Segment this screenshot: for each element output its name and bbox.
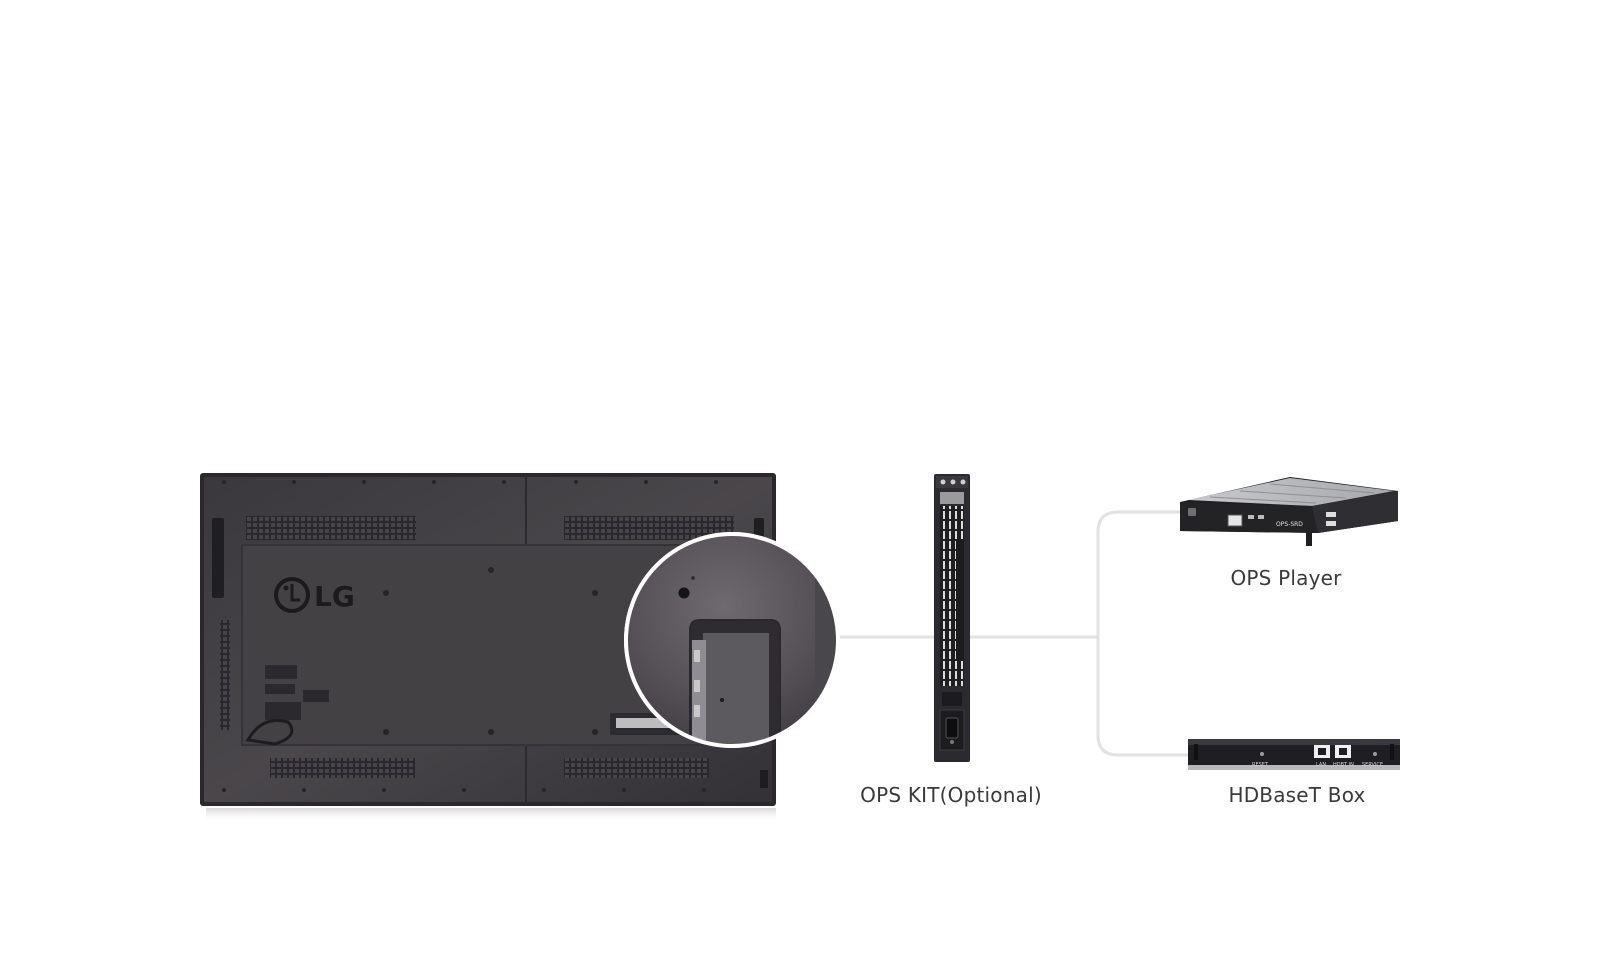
connector-branch-to-hdbaset: [1096, 637, 1190, 757]
hdbaset-box-device-icon: RESET LAN HDBT IN SERVICE: [1188, 739, 1400, 770]
hdbaset-port-hdbt-in: HDBT IN: [1333, 762, 1354, 768]
ops-kit-module-icon: [934, 474, 970, 762]
hdbaset-box-caption: HDBaseT Box: [1228, 783, 1366, 807]
connector-lines: [836, 510, 1190, 757]
lg-logo: LG: [274, 577, 355, 613]
hdbaset-port-reset: RESET: [1252, 762, 1269, 768]
hdbaset-port-service: SERVICE: [1362, 762, 1383, 768]
ops-player-model-label: OPS-SRD: [1276, 521, 1303, 528]
ops-kit-caption: OPS KIT(Optional): [860, 783, 1042, 807]
connector-branch-to-ops-player: [1096, 510, 1184, 637]
ops-player-device-icon: OPS-SRD: [1180, 477, 1398, 546]
ops-player-caption: OPS Player: [1230, 566, 1342, 590]
lg-logo-text: LG: [314, 580, 355, 613]
display-rear-panel-icon: LG: [200, 473, 776, 822]
hdbaset-port-lan: LAN: [1316, 762, 1326, 768]
